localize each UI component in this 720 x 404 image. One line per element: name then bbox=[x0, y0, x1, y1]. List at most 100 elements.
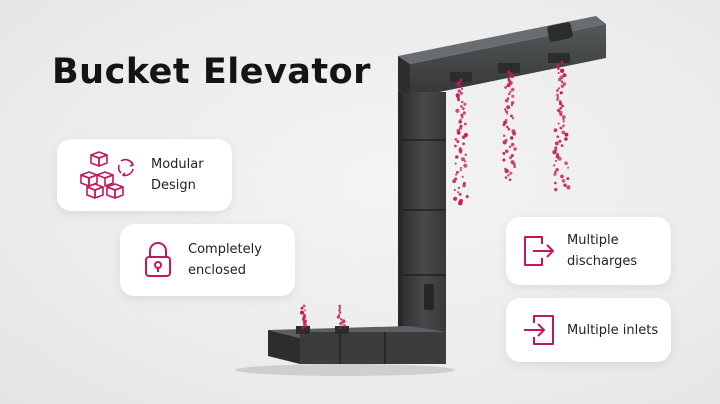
intake-section bbox=[300, 332, 446, 364]
intake-front bbox=[268, 330, 300, 364]
material-particle bbox=[502, 158, 506, 162]
intake-hopper bbox=[335, 326, 349, 334]
material-particle bbox=[463, 163, 468, 168]
material-particle bbox=[456, 130, 461, 135]
enter-arrow-icon bbox=[521, 313, 557, 347]
material-particle bbox=[512, 131, 517, 136]
material-particle bbox=[561, 130, 566, 135]
material-particle bbox=[458, 192, 462, 196]
material-particle bbox=[459, 91, 463, 95]
material-particle bbox=[457, 186, 460, 189]
cubes-cycle-icon bbox=[69, 151, 147, 199]
top-conveyor-side bbox=[398, 56, 410, 98]
material-particle bbox=[463, 122, 467, 126]
material-particle bbox=[509, 90, 512, 94]
material-particle bbox=[562, 118, 565, 121]
material-particle bbox=[556, 93, 559, 97]
material-particle bbox=[562, 73, 567, 78]
material-particle bbox=[342, 324, 347, 328]
material-particle bbox=[510, 142, 515, 147]
material-particle bbox=[557, 72, 560, 74]
material-particle bbox=[509, 156, 512, 160]
material-particle bbox=[504, 86, 508, 89]
material-particle bbox=[555, 160, 557, 162]
material-particle bbox=[453, 196, 458, 201]
feature-label: Multiple discharges bbox=[567, 233, 638, 269]
material-particle bbox=[455, 155, 459, 159]
material-particle bbox=[453, 188, 456, 192]
material-particle bbox=[341, 319, 346, 324]
material-particle bbox=[454, 162, 457, 165]
material-particle bbox=[463, 160, 467, 163]
material-particle bbox=[502, 123, 506, 127]
material-particle bbox=[506, 125, 509, 129]
discharge-hopper bbox=[450, 72, 472, 82]
material-particle bbox=[556, 64, 560, 69]
material-particle bbox=[564, 161, 568, 165]
feature-label: Completely enclosed bbox=[188, 242, 262, 278]
material-particle bbox=[553, 164, 556, 167]
material-particle bbox=[558, 139, 562, 143]
material-particle bbox=[507, 174, 510, 177]
material-particle bbox=[557, 156, 562, 161]
material-particle bbox=[502, 151, 506, 155]
material-particle bbox=[553, 181, 557, 185]
material-particle bbox=[459, 126, 462, 130]
material-particle bbox=[462, 111, 466, 115]
material-particle bbox=[561, 179, 566, 183]
material-particle bbox=[508, 145, 512, 148]
material-particle bbox=[511, 117, 515, 120]
material-particle bbox=[461, 157, 465, 162]
material-particle bbox=[504, 98, 509, 103]
material-particle bbox=[562, 115, 566, 119]
feature-label: Multiple inlets bbox=[567, 322, 659, 338]
feature-card-multiple-inlets: Multiple inlets bbox=[506, 298, 671, 362]
inspection-door bbox=[424, 284, 434, 310]
material-particle bbox=[559, 91, 563, 95]
material-particle bbox=[456, 171, 459, 174]
material-particle bbox=[562, 124, 565, 128]
material-particle bbox=[552, 150, 557, 155]
material-particle bbox=[504, 168, 509, 174]
discharge-hopper bbox=[498, 63, 520, 73]
padlock-icon bbox=[138, 241, 178, 279]
material-particle bbox=[560, 84, 565, 88]
material-particle bbox=[560, 144, 564, 148]
material-particle bbox=[457, 89, 462, 93]
feature-card-modular-design: Modular Design bbox=[57, 139, 232, 211]
material-particle bbox=[560, 80, 564, 84]
material-particle bbox=[452, 179, 456, 184]
material-particle bbox=[556, 96, 560, 99]
material-particle bbox=[509, 114, 513, 118]
material-particle bbox=[459, 85, 462, 88]
material-particle bbox=[559, 68, 565, 74]
material-particle bbox=[559, 106, 562, 110]
material-particle bbox=[510, 154, 514, 158]
material-particle bbox=[463, 102, 467, 106]
material-particle bbox=[555, 168, 559, 172]
material-particle bbox=[556, 98, 559, 101]
material-particle bbox=[508, 178, 512, 182]
material-particle bbox=[339, 321, 343, 326]
material-particle bbox=[457, 191, 460, 194]
material-particle bbox=[502, 140, 507, 145]
material-particle bbox=[300, 306, 304, 310]
material-particle bbox=[502, 134, 506, 138]
material-particle bbox=[338, 307, 342, 310]
material-particle bbox=[462, 142, 465, 146]
material-particle bbox=[464, 153, 468, 157]
material-particle bbox=[457, 98, 461, 102]
material-particle bbox=[461, 135, 466, 139]
material-particle bbox=[507, 127, 511, 131]
material-particle bbox=[513, 165, 517, 169]
material-particle bbox=[455, 108, 460, 113]
material-particle bbox=[454, 173, 458, 176]
material-particle bbox=[559, 102, 563, 106]
material-particle bbox=[462, 183, 466, 188]
material-particle bbox=[505, 149, 509, 153]
material-particle bbox=[556, 67, 560, 70]
page-title: Bucket Elevator bbox=[52, 52, 371, 92]
material-particle bbox=[302, 304, 306, 308]
material-particle bbox=[566, 177, 570, 181]
